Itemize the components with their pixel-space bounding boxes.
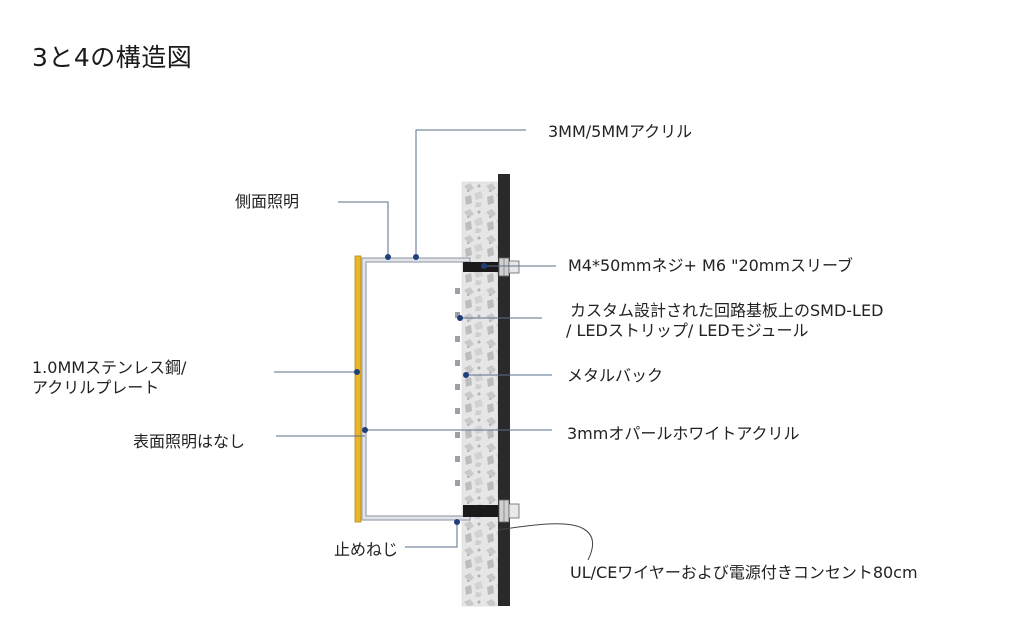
- leader-lines: [274, 129, 556, 548]
- label-set-screw: 止めねじ: [334, 540, 399, 559]
- label-power: UL/CEワイヤーおよび電源付きコンセント80cm: [570, 563, 918, 582]
- label-side-lighting: 側面照明: [235, 192, 300, 211]
- side-return: [361, 257, 471, 521]
- label-led-line1: カスタム設計された回路基板上のSMD-LED: [570, 301, 884, 320]
- page-title: 3と4の構造図: [32, 43, 193, 72]
- label-steel-line2: アクリルプレート: [32, 378, 160, 397]
- leader-dots: [354, 254, 487, 525]
- power-cable: [497, 523, 593, 561]
- stainless-face-plate: [354, 255, 362, 523]
- label-screw-sleeve: M4*50mmネジ+ M6 "20mmスリーブ: [568, 256, 854, 275]
- metal-back-panel: [498, 174, 510, 606]
- label-acrylic-face: 3MM/5MMアクリル: [548, 122, 693, 141]
- label-no-face-lighting: 表面照明はなし: [133, 432, 246, 451]
- label-steel-line1: 1.0MMステンレス鋼/: [32, 358, 187, 377]
- bottom-screw: [463, 499, 520, 523]
- top-screw: [463, 257, 520, 277]
- label-metal-back: メタルバック: [567, 366, 664, 385]
- label-opal-acrylic: 3mmオパールホワイトアクリル: [567, 424, 800, 443]
- led-modules: [455, 288, 460, 486]
- stone-wall: [461, 181, 499, 607]
- label-led-line2: / LEDストリップ/ LEDモジュール: [566, 321, 809, 340]
